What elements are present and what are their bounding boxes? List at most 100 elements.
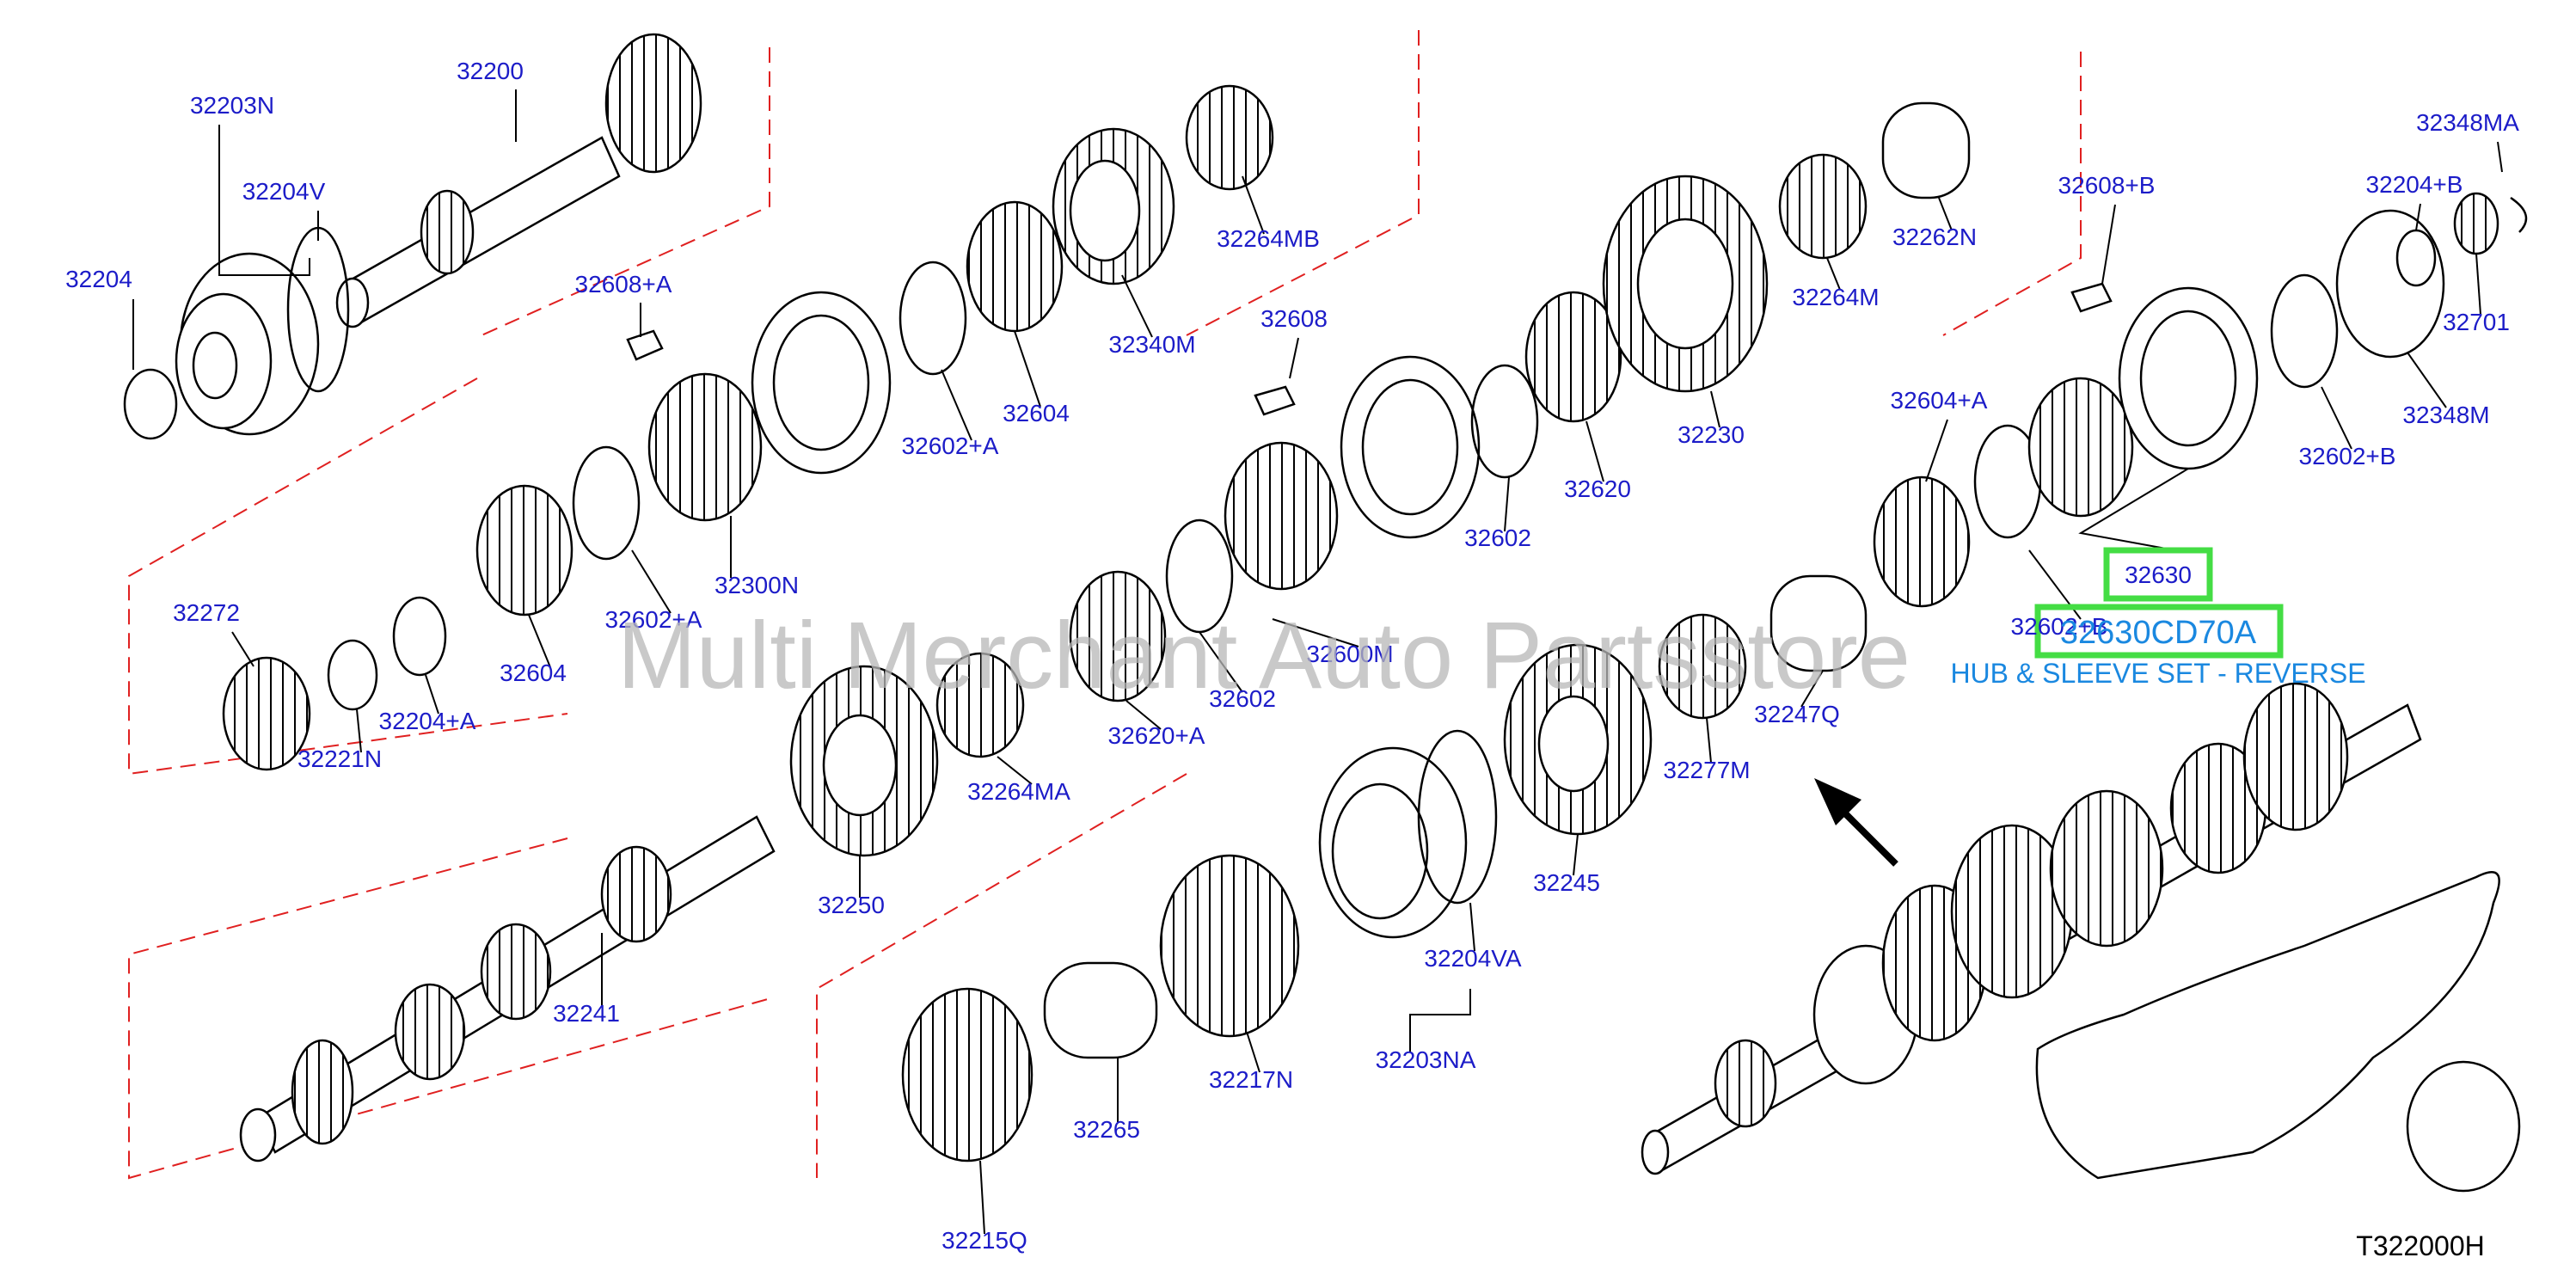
callout-32204-plus-b[interactable]: 32204+B — [2366, 171, 2463, 198]
leader-line — [1573, 833, 1579, 876]
key-32608A — [626, 329, 664, 361]
callout-32221n[interactable]: 32221N — [297, 745, 382, 772]
callout-32215q[interactable]: 32215Q — [941, 1227, 1027, 1254]
callout-32604-plus-a[interactable]: 32604+A — [1891, 387, 1988, 414]
callout-32630[interactable]: 32630 — [2125, 561, 2192, 588]
leader-line — [356, 709, 362, 753]
callout-32230[interactable]: 32230 — [1677, 421, 1745, 448]
selected-callout-highlight — [2103, 547, 2213, 602]
callout-32348m[interactable]: 32348M — [2402, 402, 2489, 428]
gear-32215Q — [901, 987, 1033, 1163]
callout-32272[interactable]: 32272 — [173, 599, 240, 626]
callout-32608-plus-b[interactable]: 32608+B — [2058, 172, 2156, 199]
callout-32608-plus-a[interactable]: 32608+A — [575, 271, 672, 298]
hub-32604-2 — [966, 200, 1064, 333]
ring-32204 — [123, 368, 178, 440]
callout-labels: 32200 32203N 32204V 32204 32608+A 32264MB 3234… — [65, 58, 2519, 1254]
callout-32620-plus-a[interactable]: 32620+A — [1108, 722, 1205, 749]
selected-part-number[interactable]: 32630CD70A — [2060, 615, 2257, 651]
callout-32264mb[interactable]: 32264MB — [1217, 225, 1320, 252]
leader-line — [631, 549, 672, 614]
leader-line — [1409, 989, 1471, 1052]
callout-32701[interactable]: 32701 — [2443, 309, 2510, 335]
callout-32203n[interactable]: 32203N — [190, 92, 274, 119]
leader-line — [979, 1160, 985, 1235]
callout-32247q[interactable]: 32247Q — [1754, 701, 1840, 727]
leader-line — [1706, 717, 1712, 764]
leader-line — [1272, 618, 1359, 647]
callout-32264m[interactable]: 32264M — [1792, 284, 1879, 310]
bushing-32265 — [1043, 961, 1158, 1059]
callout-32300n[interactable]: 32300N — [715, 572, 799, 598]
callout-32348ma[interactable]: 32348MA — [2416, 109, 2519, 136]
part-drawings — [123, 33, 2528, 1193]
leader-line — [1826, 257, 1841, 291]
callout-32602[interactable]: 32602 — [1464, 525, 1531, 551]
case-outline-small — [2406, 1060, 2521, 1193]
callout-32340m[interactable]: 32340M — [1108, 331, 1195, 358]
leader-line — [1710, 390, 1720, 428]
callout-32265[interactable]: 32265 — [1073, 1116, 1140, 1143]
leader-line — [1125, 700, 1162, 730]
bearing-32701 — [2453, 192, 2499, 255]
callout-32204[interactable]: 32204 — [65, 266, 132, 292]
leader-line — [2321, 386, 2352, 450]
leader-line — [1246, 1031, 1260, 1073]
leader-line — [1014, 330, 1041, 408]
callout-32241[interactable]: 32241 — [553, 1000, 620, 1027]
leader-line — [1938, 197, 1953, 231]
leader-line — [1242, 175, 1265, 235]
callout-32245[interactable]: 32245 — [1533, 869, 1600, 896]
callout-32217n[interactable]: 32217N — [1209, 1066, 1293, 1093]
leader-line — [2078, 468, 2189, 551]
snap-ring-32602A-2 — [899, 261, 967, 376]
leader-line — [997, 756, 1033, 785]
callout-32200[interactable]: 32200 — [457, 58, 524, 84]
key-32608B — [2070, 282, 2113, 313]
callout-32204-plus-a[interactable]: 32204+A — [379, 708, 476, 734]
callout-32600m[interactable]: 32600M — [1306, 641, 1393, 667]
hub-32620 — [1524, 291, 1622, 423]
leader-line — [2101, 204, 2116, 285]
leader-line — [1469, 902, 1475, 952]
callout-32608[interactable]: 32608 — [1260, 305, 1328, 332]
callout-32264ma[interactable]: 32264MA — [967, 778, 1070, 805]
key-32608 — [1254, 385, 1296, 416]
callout-32604[interactable]: 32604 — [1003, 400, 1070, 426]
callout-32620[interactable]: 32620 — [1564, 475, 1631, 502]
callout-32602-plus-b[interactable]: 32602+B — [2011, 613, 2108, 640]
case-outline — [2035, 871, 2500, 1180]
ring-32204B — [2395, 229, 2437, 287]
leader-line — [941, 369, 972, 441]
leader-line — [1289, 337, 1299, 379]
callout-32602-plus-a[interactable]: 32602+A — [605, 606, 702, 633]
leader-line — [2415, 203, 2421, 231]
callout-32602-plus-b[interactable]: 32602+B — [2299, 443, 2396, 469]
callout-32262n[interactable]: 32262N — [1892, 224, 1977, 250]
direction-arrow — [1814, 778, 1898, 867]
leader-line — [2475, 253, 2481, 316]
leader-line — [2497, 141, 2503, 173]
callout-32204v[interactable]: 32204V — [242, 178, 326, 205]
diagram-code: T322000H — [2356, 1230, 2484, 1261]
bearing-32277M — [1658, 613, 1747, 720]
callout-32204va[interactable]: 32204VA — [1424, 945, 1521, 972]
ring-32204A — [392, 596, 447, 677]
callout-32277m[interactable]: 32277M — [1663, 757, 1750, 783]
snap-ring-32204VA — [1417, 729, 1498, 905]
callout-32602-plus-a[interactable]: 32602+A — [902, 432, 999, 459]
callout-32604[interactable]: 32604 — [500, 659, 567, 686]
leader-line — [1121, 274, 1153, 338]
leader-line — [1800, 670, 1824, 708]
assembled-shaft — [1641, 682, 2422, 1175]
selected-part-number-highlight — [2034, 604, 2284, 659]
callout-32203na[interactable]: 32203NA — [1376, 1046, 1476, 1073]
leader-line — [218, 125, 310, 276]
leader-line — [1199, 631, 1243, 693]
input-shaft-32200 — [335, 33, 702, 328]
bearing-32272 — [222, 656, 311, 771]
callout-32602[interactable]: 32602 — [1209, 685, 1276, 712]
callout-32250[interactable]: 32250 — [818, 892, 885, 918]
hub-32604A — [1873, 475, 1971, 608]
